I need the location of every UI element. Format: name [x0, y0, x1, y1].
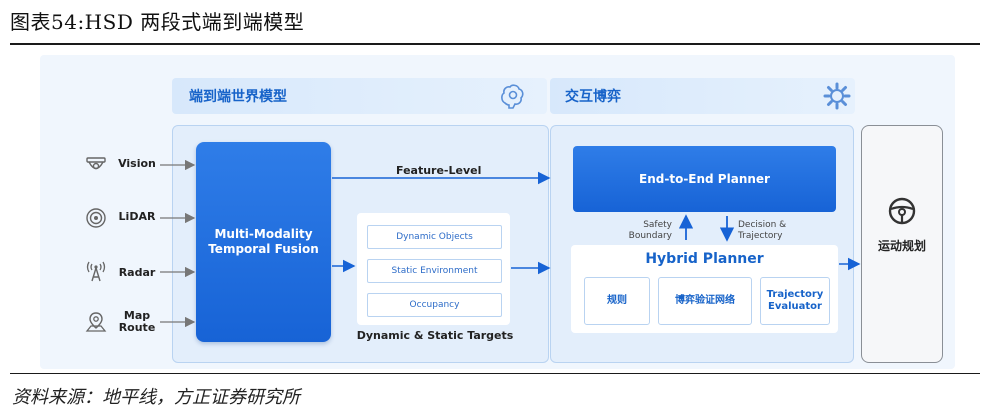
sensor-radar-label: Radar	[118, 266, 156, 279]
radar-icon	[86, 261, 106, 282]
hybrid-planner: Hybrid Planner 规则 博弈验证网络 Trajectory Eval…	[571, 245, 838, 333]
hybrid-trajectory-evaluator-box: Trajectory Evaluator	[760, 277, 830, 325]
feature-level-label: Feature-Level	[396, 164, 482, 177]
sensor-lidar-label: LiDAR	[118, 210, 156, 223]
decision-trajectory-label: Decision & Trajectory	[738, 220, 787, 241]
hybrid-game-verification-box: 博弈验证网络	[658, 277, 752, 325]
target-occupancy: Occupancy	[367, 293, 502, 317]
targets-box: Dynamic Objects Static Environment Occup…	[357, 213, 510, 325]
world-model-band: 端到端世界模型	[172, 78, 547, 114]
safety-boundary-label: Safety Boundary	[628, 220, 672, 241]
interaction-band: 交互博弈	[550, 78, 855, 114]
sensor-vision-label: Vision	[118, 157, 156, 170]
hybrid-rules-box: 规则	[584, 277, 650, 325]
interaction-title: 交互博弈	[565, 89, 621, 105]
brain-gear-icon	[501, 84, 524, 109]
source-note: 资料来源：地平线，方正证券研究所	[12, 387, 300, 408]
bottom-rule	[10, 373, 980, 374]
hybrid-trajectory-evaluator-label: Trajectory Evaluator	[766, 289, 824, 312]
world-model-title: 端到端世界模型	[189, 89, 287, 105]
sensor-map-route-label: Map Route	[118, 309, 156, 334]
gear-icon	[823, 82, 851, 110]
fusion-block: Multi-Modality Temporal Fusion	[196, 142, 331, 342]
figure-title: 图表54:HSD 两段式端到端模型	[10, 10, 305, 34]
lidar-icon	[86, 208, 106, 228]
targets-caption: Dynamic & Static Targets	[356, 329, 514, 342]
camera-icon	[86, 157, 106, 170]
motion-planning-label: 运动规划	[877, 239, 926, 253]
target-static-environment: Static Environment	[367, 259, 502, 283]
fusion-label: Multi-Modality Temporal Fusion	[208, 227, 319, 256]
hybrid-game-verification-label: 博弈验证网络	[675, 295, 735, 306]
top-rule	[10, 43, 980, 45]
steering-wheel-icon	[888, 197, 916, 225]
hybrid-rules-label: 规则	[607, 295, 627, 306]
end-to-end-planner: End-to-End Planner	[573, 146, 836, 212]
target-dynamic-objects: Dynamic Objects	[367, 225, 502, 249]
map-pin-icon	[85, 312, 107, 332]
hybrid-planner-title: Hybrid Planner	[645, 251, 764, 267]
motion-planning-box: 运动规划	[861, 125, 943, 363]
